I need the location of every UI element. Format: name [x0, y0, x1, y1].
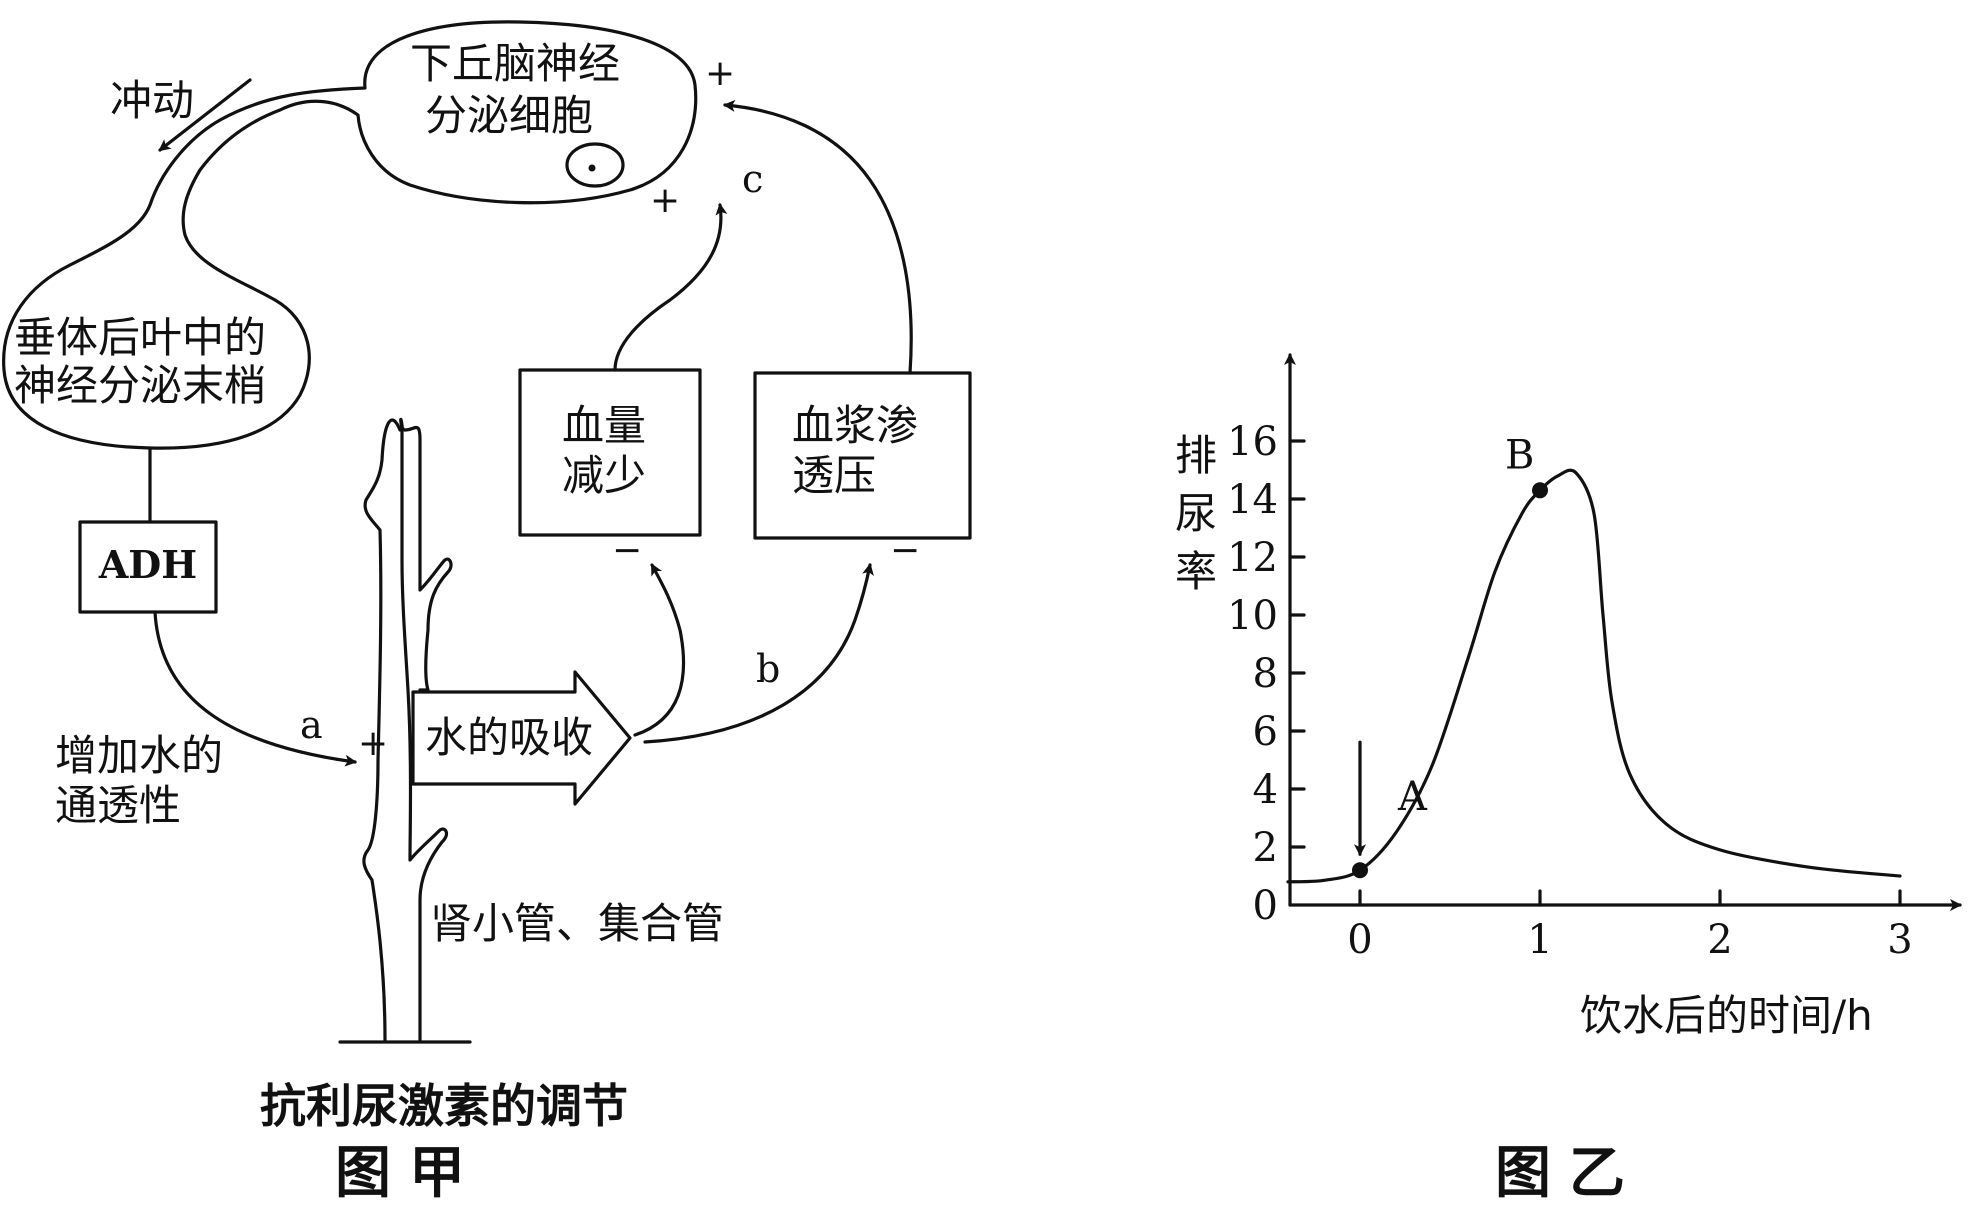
point-a	[1352, 862, 1368, 878]
pituitary-label-line1: 垂体后叶中的	[14, 313, 266, 362]
y-tick-label: 0	[1253, 883, 1278, 929]
nucleolus-dot	[589, 165, 596, 172]
y-tick-label: 6	[1253, 709, 1278, 755]
effect-label-line2: 通透性	[55, 781, 181, 830]
minus-blood-volume: −	[612, 530, 642, 571]
minus-osmotic: −	[890, 530, 920, 571]
plus-c: +	[650, 180, 680, 221]
point-label-a: A	[1397, 774, 1428, 820]
urine-rate-curve	[1288, 470, 1900, 882]
x-ticks: 0 1 2 3	[1347, 891, 1912, 963]
tubule-label: 肾小管、集合管	[430, 899, 724, 948]
letter-b: b	[756, 647, 780, 691]
nucleus-icon	[567, 144, 623, 186]
neuron-label-line1: 下丘脑神经	[410, 39, 620, 88]
y-axis-label: 排尿率	[1175, 431, 1217, 596]
effect-label-line1: 增加水的	[55, 731, 223, 780]
y-axis-label-char: 率	[1175, 547, 1217, 596]
y-ticks: 0 2 4 6 8 10 12 14 16	[1227, 419, 1304, 929]
letter-c: c	[742, 157, 763, 201]
figure-a-caption: 图甲	[335, 1141, 483, 1206]
x-tick-label: 0	[1347, 917, 1372, 963]
y-tick-label: 8	[1253, 651, 1278, 697]
figure-a: 下丘脑神经 分泌细胞 冲动 垂体后叶中的 神经分泌末梢 ADH a + 增加水的…	[4, 22, 970, 1206]
x-tick-label: 1	[1527, 917, 1552, 963]
tubule-right-edge	[401, 419, 451, 690]
adh-label: ADH	[98, 542, 197, 587]
figure-a-title: 抗利尿激素的调节	[260, 1079, 628, 1133]
y-tick-label: 4	[1253, 767, 1278, 813]
absorption-label: 水的吸收	[425, 713, 593, 762]
x-tick-label: 3	[1887, 917, 1912, 963]
point-label-b: B	[1505, 432, 1534, 478]
y-tick-label: 16	[1227, 419, 1278, 465]
osmotic-line1: 血浆渗	[792, 401, 918, 450]
y-axis-label-char: 排	[1175, 431, 1217, 480]
arrow-to-blood-volume	[635, 565, 684, 735]
impulse-label: 冲动	[110, 76, 194, 125]
marked-points: AB	[1352, 432, 1548, 878]
arrow-c-blood-volume	[615, 205, 721, 370]
y-axis-label-char: 尿	[1175, 489, 1217, 538]
blood-volume-line2: 减少	[562, 451, 646, 500]
point-b	[1532, 482, 1548, 498]
neuron-label-line2: 分泌细胞	[425, 91, 593, 140]
y-tick-label: 10	[1227, 593, 1278, 639]
pituitary-label-line2: 神经分泌末梢	[14, 361, 266, 410]
y-tick-label: 2	[1253, 825, 1278, 871]
plus-neuron: +	[705, 53, 735, 94]
y-tick-label: 12	[1227, 535, 1278, 581]
blood-volume-line1: 血量	[562, 401, 646, 450]
arrow-osmotic-to-neuron	[725, 105, 911, 373]
figure-b-caption: 图乙	[1495, 1141, 1643, 1206]
letter-a: a	[300, 703, 323, 747]
osmotic-line2: 透压	[792, 451, 876, 500]
plus-a: +	[358, 723, 388, 764]
x-axis-label: 饮水后的时间/h	[1580, 991, 1873, 1040]
y-tick-label: 14	[1227, 477, 1278, 523]
x-tick-label: 2	[1707, 917, 1732, 963]
